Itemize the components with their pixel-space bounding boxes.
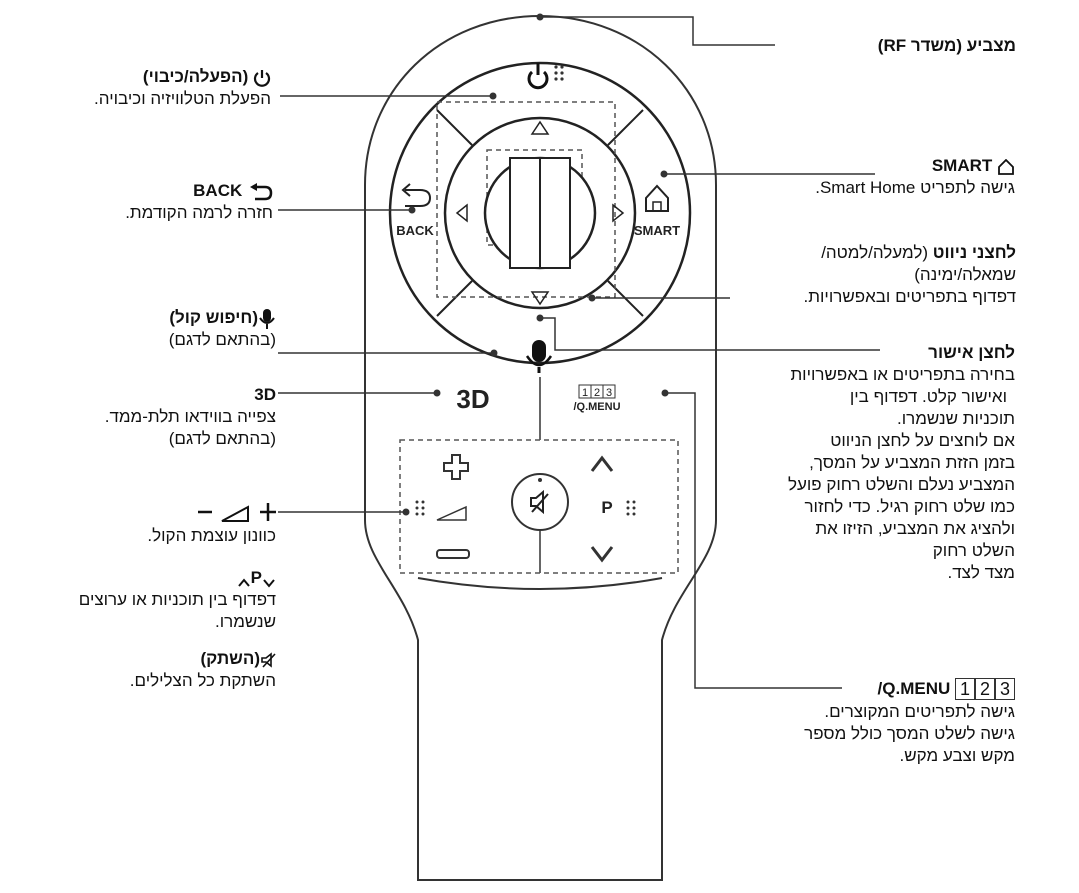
channel-dots: [626, 500, 636, 516]
ok-line: השלט רחוק: [932, 541, 1015, 560]
voice-title: (חיפוש קול): [169, 308, 258, 327]
ok-line: אם לוחצים על לחצן הניווט: [830, 431, 1015, 450]
ok-line: המצביע נעלם והשלט רחוק פועל: [787, 475, 1015, 494]
ok-title: לחצן אישור: [928, 343, 1015, 362]
3d-button[interactable]: 3D: [456, 384, 489, 414]
channel-desc1: דפדוף בין תוכניות או ערוצים: [78, 590, 276, 609]
power-button[interactable]: [527, 63, 564, 90]
qmenu-button[interactable]: 1 2 3 /Q.MENU: [573, 384, 621, 413]
power-desc: הפעלת הטלוויזיה וכיבויה.: [94, 89, 271, 108]
volume-dots: [415, 500, 425, 516]
ok-line: כמו שלט רחוק רגיל. כדי לחזור: [804, 497, 1015, 516]
rf-label: מצביע (משדר RF): [877, 36, 1016, 55]
back-label: BACK חזרה לרמה הקודמת.: [125, 180, 273, 224]
smart-title: SMART: [931, 156, 993, 175]
nav-down-arrow[interactable]: [530, 291, 550, 306]
nav-line2: שמאלה/ימינה): [914, 265, 1016, 284]
volume-icon: [436, 505, 467, 521]
mute-title: (השתק): [200, 649, 260, 668]
smart-button[interactable]: SMART: [634, 184, 680, 238]
chevron-down-icon: [262, 573, 276, 588]
volume-desc: כוונון עוצמת הקול.: [147, 526, 276, 545]
ok-line: ואישור קלט. דפדוף בין: [849, 387, 1007, 406]
power-icon: [253, 69, 271, 87]
smart-button-label: SMART: [634, 223, 680, 238]
volume-label: כוונון עוצמת הקול.: [147, 499, 276, 547]
chevron-up-icon: [237, 573, 251, 587]
leader-lines: [278, 16, 880, 689]
leader-dots: [402, 13, 669, 516]
microphone-icon: [258, 308, 276, 329]
ok-line: תוכניות שנשמרו.: [897, 409, 1015, 428]
volume-down-button[interactable]: [436, 549, 470, 559]
voice-button[interactable]: [525, 340, 553, 373]
back-title: BACK: [193, 181, 243, 200]
threed-title: 3D: [254, 385, 276, 404]
ok-line: בזמן הזזת המצביע על המסך,: [809, 453, 1015, 472]
smart-label: SMART גישה לתפריט Smart Home.: [815, 155, 1015, 199]
nav-right-arrow[interactable]: [612, 203, 625, 223]
channel-down-button[interactable]: [590, 546, 614, 563]
channel-title: P: [250, 568, 262, 587]
mute-icon: [260, 651, 276, 668]
channel-desc2: שנשמרו.: [215, 612, 276, 631]
threed-label: 3D צפייה בווידאו תלת-ממד. (בהתאם לדגם): [105, 384, 276, 450]
channel-p-label: P: [601, 498, 612, 517]
smart-desc: גישה לתפריט Smart Home.: [815, 178, 1015, 197]
power-label: (הפעלה/כיבוי) הפעלת הטלוויזיה וכיבויה.: [94, 66, 271, 110]
channel-up-button[interactable]: [590, 455, 614, 472]
voice-label: (חיפוש קול) (בהתאם לדגם): [169, 307, 276, 351]
power-title: (הפעלה/כיבוי): [142, 67, 249, 86]
svg-text:2: 2: [594, 387, 600, 399]
qmenu-line: מקש וצבע מקש.: [899, 746, 1015, 766]
threed-desc2: (בהתאם לדגם): [168, 429, 276, 448]
nav-label: לחצני ניווט (למעלה/למטה/ שמאלה/ימינה) דפ…: [804, 242, 1016, 308]
mute-label: (השתק) השתקת כל הצלילים.: [130, 648, 276, 692]
back-desc: חזרה לרמה הקודמת.: [125, 203, 273, 222]
ok-line: ולהציג את המצביע, הזיזו את: [815, 519, 1015, 538]
qmenu-button-label: /Q.MENU: [573, 401, 620, 413]
nav-title-rest: (למעלה/למטה/: [821, 243, 929, 262]
nav-up-arrow[interactable]: [530, 120, 550, 135]
volume-minus-triangle-plus-icon: [196, 499, 276, 525]
home-icon: [645, 184, 669, 212]
svg-text:3: 3: [606, 387, 612, 399]
channel-label: P דפדוף בין תוכניות או ערוצים שנשמרו.: [79, 567, 276, 633]
qmenu-title: Q.MENU/: [877, 679, 951, 698]
nav-title: לחצני ניווט: [932, 243, 1016, 262]
microphone-icon: [532, 340, 546, 362]
ok-line: בחירה בתפריטים או באפשרויות: [790, 365, 1015, 384]
mute-desc: השתקת כל הצלילים.: [129, 671, 276, 690]
back-button[interactable]: BACK: [396, 183, 434, 238]
ok-line: מצד לצד.: [947, 563, 1015, 582]
qmenu-line: גישה לשלט המסך כולל מספר: [804, 724, 1015, 744]
handle-curve: [417, 577, 663, 590]
voice-desc: (בהתאם לדגם): [168, 330, 276, 349]
back-arrow-icon: [247, 182, 273, 201]
nav-dashed-box: [436, 101, 616, 298]
threed-desc1: צפייה בווידאו תלת-ממד.: [104, 407, 276, 426]
mute-icon: [530, 489, 549, 515]
ok-label: לחצן אישור בחירה בתפריטים או באפשרויות ו…: [788, 342, 1015, 584]
volume-channel-dashed-box: [399, 439, 679, 574]
nav-line3: דפדוף בתפריטים ובאפשרויות.: [803, 287, 1016, 306]
nav-left-arrow[interactable]: [455, 203, 468, 223]
svg-text:1: 1: [582, 387, 588, 399]
back-button-label: BACK: [396, 223, 434, 238]
volume-up-button[interactable]: [443, 454, 469, 480]
home-icon: [997, 158, 1015, 175]
qmenu-line: גישה לתפריטים המקוצרים.: [824, 702, 1015, 722]
